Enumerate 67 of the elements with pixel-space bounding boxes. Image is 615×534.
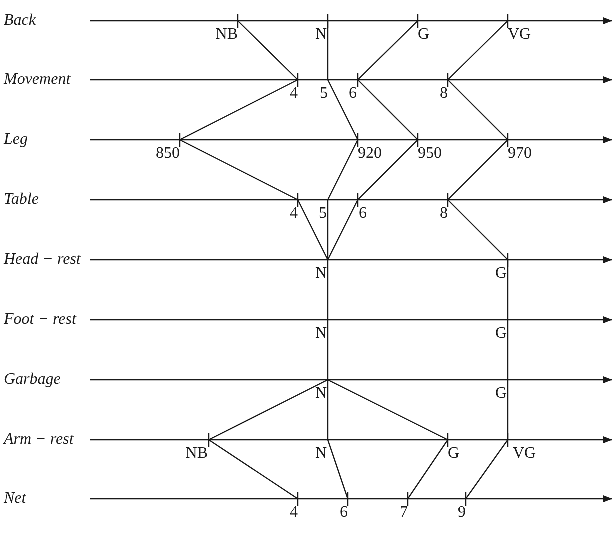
tick-label: 5 (319, 204, 328, 222)
tick-label: 950 (418, 144, 442, 162)
tick-label: 6 (349, 84, 358, 102)
connector-line (180, 139, 298, 201)
axis-label: Foot − rest (4, 312, 76, 328)
connector-line (358, 20, 418, 80)
axis-label: Back (4, 13, 36, 29)
connector-line (507, 380, 509, 440)
connector-line (327, 140, 359, 200)
axis-label: Table (4, 192, 39, 208)
tick-label: G (495, 324, 508, 342)
tick-label: G (495, 384, 508, 402)
tick-label: 7 (400, 503, 408, 521)
tick-label: 4 (290, 84, 298, 102)
connector-line (358, 140, 418, 200)
tick-label: N (315, 324, 328, 342)
connector-line (448, 200, 508, 260)
tick-label: 850 (156, 144, 180, 162)
connector-line (448, 140, 508, 200)
axis-label: Garbage (4, 372, 61, 388)
connector-line (297, 200, 329, 260)
connector-line (327, 440, 349, 500)
connector-line (208, 379, 328, 441)
connector-line (327, 21, 329, 80)
tick-label: N (315, 25, 328, 43)
tick-label: VG (508, 25, 532, 43)
tick-label: 8 (440, 84, 448, 102)
tick-label: G (418, 25, 430, 43)
connector-line (327, 320, 329, 380)
axis-label: Leg (4, 132, 28, 148)
tick-label: 4 (290, 503, 298, 521)
connector-line (448, 20, 508, 80)
tick-label: 4 (290, 204, 298, 222)
axis-label: Arm − rest (4, 432, 74, 448)
tick-label: 920 (358, 144, 382, 162)
connector-line (408, 440, 448, 500)
tick-label: 970 (508, 144, 532, 162)
connector-line (507, 320, 509, 380)
connector-line (327, 200, 359, 260)
axis-label: Head − rest (4, 252, 81, 268)
tick-label: N (315, 444, 328, 462)
tick-label: 5 (320, 84, 328, 102)
tick-label: 6 (340, 503, 348, 521)
tick-label: 8 (440, 204, 448, 222)
connector-line (507, 260, 509, 320)
tick-label: G (448, 444, 460, 462)
connector-line (208, 440, 298, 500)
connector-line (327, 380, 329, 440)
axis-label: Movement (4, 72, 71, 88)
connector-line (327, 80, 359, 140)
connector-line (466, 440, 508, 500)
tick-label: N (315, 384, 328, 402)
axis-label: Net (4, 491, 26, 507)
connector-line (358, 80, 418, 140)
connector-line (238, 20, 298, 80)
tick-label: NB (186, 444, 209, 462)
tick-label: 6 (358, 204, 367, 222)
tick-label: NB (216, 25, 238, 43)
tick-label: N (315, 264, 328, 282)
connector-line (327, 260, 329, 320)
tick-label: G (495, 264, 508, 282)
connector-line (448, 80, 508, 140)
tick-label: 9 (458, 503, 466, 521)
connector-line (180, 79, 298, 141)
tick-label: VG (508, 444, 536, 462)
connector-line (328, 379, 448, 441)
connector-line (327, 200, 329, 260)
